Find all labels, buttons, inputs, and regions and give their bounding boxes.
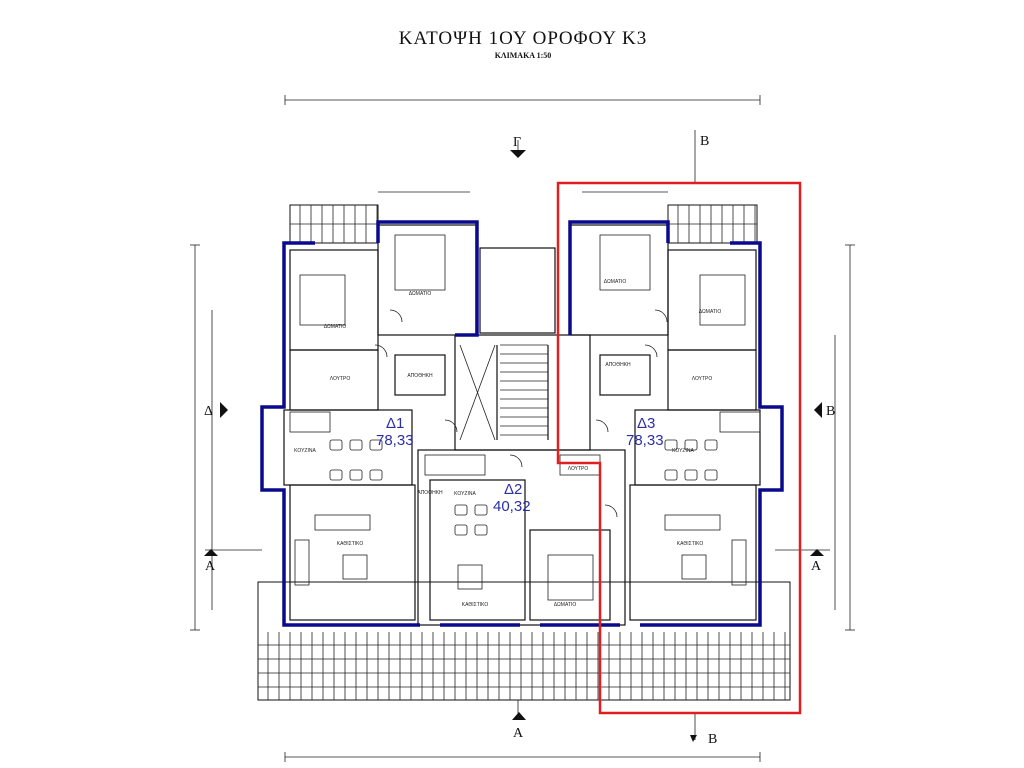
marker-gamma: Γ: [513, 135, 521, 150]
furniture: [289, 234, 761, 601]
bed: [299, 274, 346, 326]
balcony-rails: [258, 205, 790, 700]
room-label-living: ΚΑΘΙΣΤΙΚΟ: [462, 602, 489, 608]
room-label-kitchen: ΚΟΥΖΙΝΑ: [672, 448, 694, 454]
marker-alpha-right: Α: [811, 559, 822, 574]
kitchen-counter: [289, 411, 331, 433]
marker-arrow-gamma: [510, 150, 526, 158]
chair: [454, 524, 468, 536]
room-label-bedroom: ΔΩΜΑΤΙΟ: [699, 309, 722, 315]
interior-partitions: [283, 224, 761, 626]
door-swing: [644, 344, 658, 358]
door-swing: [389, 309, 403, 323]
kitchen-counter: [424, 454, 486, 476]
room-label-storage: ΑΠΟΘΗΚΗ: [407, 373, 433, 379]
apartment-area-d3: 78,33: [626, 432, 664, 449]
door-swing: [374, 344, 388, 358]
sofa: [294, 539, 310, 586]
chair: [684, 469, 698, 481]
plan-title: ΚΑΤΟΨΗ 1ΟΥ ΟΡΟΦΟΥ Κ3: [399, 28, 648, 49]
chair: [664, 469, 678, 481]
room-label-bath: ΛΟΥΤΡΟ: [568, 466, 589, 472]
marker-alpha-bottom: Α: [513, 726, 524, 741]
door-swing: [604, 504, 618, 518]
coffee-table: [342, 554, 368, 580]
door-swing: [509, 454, 523, 468]
section-lines: [205, 130, 830, 740]
chair: [349, 469, 363, 481]
apartment-id-d3: Δ3: [637, 415, 655, 432]
chair: [474, 524, 488, 536]
apartment-id-d1: Δ1: [386, 415, 404, 432]
bed: [394, 234, 446, 291]
section-markers: Γ Β Β Δ Β Α Α Α: [204, 134, 835, 747]
room-label-living: ΚΑΘΙΣΤΙΚΟ: [677, 541, 704, 547]
marker-arrow-alpha-bottom: [512, 712, 526, 720]
room-label-kitchen: ΚΟΥΖΙΝΑ: [294, 448, 316, 454]
marker-alpha-left: Α: [205, 559, 216, 574]
room-label-bedroom: ΔΩΜΑΤΙΟ: [324, 324, 347, 330]
external-walls: [260, 220, 784, 627]
chair: [704, 439, 718, 451]
room-label-kitchen: ΚΟΥΖΙΝΑ: [454, 491, 476, 497]
chair: [349, 439, 363, 451]
marker-arrow-alpha-left: [204, 549, 218, 556]
marker-beta-bottom: Β: [708, 732, 717, 747]
balconies: [257, 204, 791, 701]
chair: [369, 469, 383, 481]
bed: [547, 554, 594, 601]
room-label-storage: ΑΠΟΘΗΚΗ: [605, 362, 631, 368]
chair: [329, 469, 343, 481]
room-label-bedroom: ΔΩΜΑΤΙΟ: [604, 279, 627, 285]
plan-scale: ΚΛΙΜΑΚΑ 1:50: [495, 51, 552, 60]
door-swing: [444, 419, 458, 433]
sofa: [314, 514, 371, 531]
chair: [474, 504, 488, 516]
marker-beta-right: Β: [826, 404, 835, 419]
chair: [454, 504, 468, 516]
kitchen-counter: [719, 411, 761, 433]
room-labels: ΔΩΜΑΤΙΟ ΔΩΜΑΤΙΟ ΛΟΥΤΡΟ ΑΠΟΘΗΚΗ ΚΟΥΖΙΝΑ Κ…: [294, 279, 721, 608]
room-label-storage: ΑΠΟΘΗΚΗ: [417, 490, 443, 496]
coffee-table: [681, 554, 707, 580]
chair: [704, 469, 718, 481]
room-label-living: ΚΑΘΙΣΤΙΚΟ: [337, 541, 364, 547]
marker-arrow-beta-right: [814, 402, 822, 418]
stair-line: [459, 344, 496, 441]
bed: [599, 234, 651, 291]
marker-arrow-alpha-right: [810, 549, 824, 556]
room-label-bedroom: ΔΩΜΑΤΙΟ: [554, 602, 577, 608]
door-swing: [654, 309, 668, 323]
marker-delta: Δ: [204, 404, 213, 419]
chair: [329, 439, 343, 451]
apartment-area-d1: 78,33: [376, 432, 414, 449]
sofa: [664, 514, 721, 531]
apartment-id-d2: Δ2: [504, 481, 522, 498]
chair: [369, 439, 383, 451]
kitchen-counter: [559, 454, 601, 476]
room-label-bath: ΛΟΥΤΡΟ: [330, 376, 351, 382]
dimension-lines: [190, 95, 855, 762]
marker-beta-top: Β: [700, 134, 709, 149]
marker-arrow-beta-bottom: [690, 735, 697, 742]
apartment-area-d2: 40,32: [493, 498, 531, 515]
bed: [699, 274, 746, 326]
apartment-labels: Δ1 78,33 Δ2 40,32 Δ3 78,33: [376, 415, 664, 515]
chair: [664, 439, 678, 451]
room-label-bedroom: ΔΩΜΑΤΙΟ: [409, 291, 432, 297]
coffee-table: [457, 564, 483, 590]
room-label-bath: ΛΟΥΤΡΟ: [692, 376, 713, 382]
marker-arrow-delta: [220, 402, 228, 418]
door-swing: [595, 419, 609, 433]
chair: [684, 439, 698, 451]
highlight-outline-d3: [556, 181, 802, 715]
sofa: [731, 539, 747, 586]
balcony-front: [257, 581, 791, 701]
